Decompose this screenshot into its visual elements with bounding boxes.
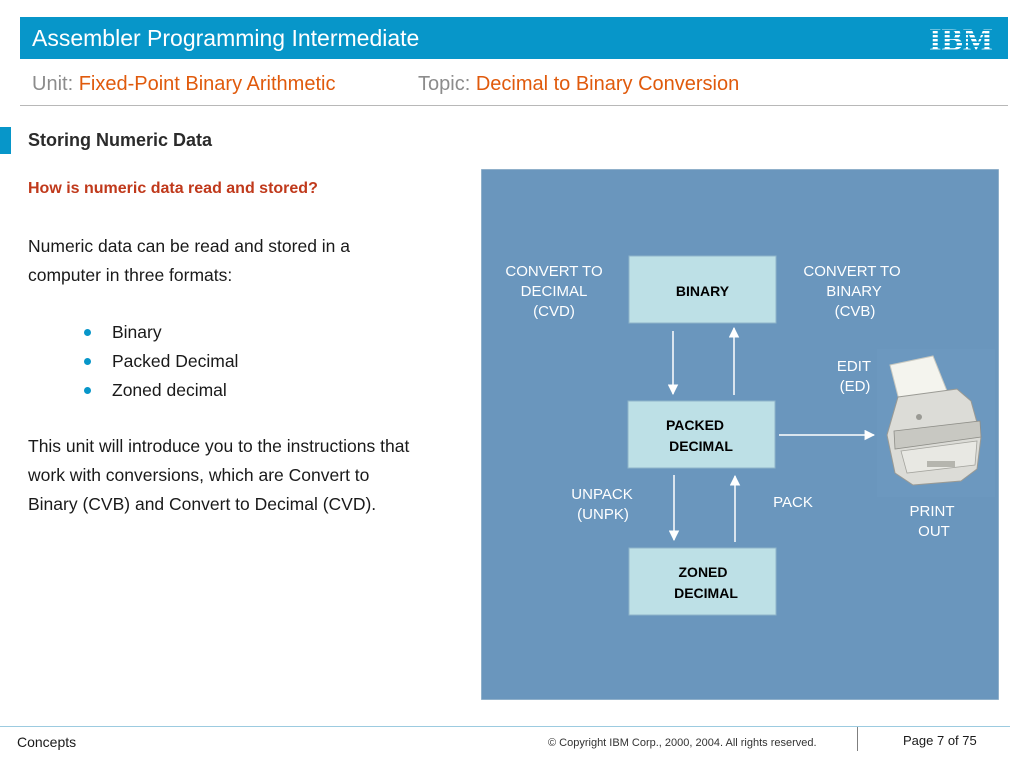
print-out-label: PRINT — [910, 503, 955, 520]
zoned-box-label: ZONED — [679, 564, 728, 580]
list-item: Binary — [84, 318, 238, 347]
header-divider — [20, 105, 1008, 106]
outro-line: This unit will introduce you to the inst… — [28, 436, 410, 456]
packed-box-label: PACKED — [666, 417, 724, 433]
bullet-icon — [84, 387, 91, 394]
cvb-label: CONVERT TO — [803, 263, 900, 280]
cvb-label: BINARY — [826, 283, 882, 300]
unpack-label: (UNPK) — [577, 506, 629, 523]
page-number: Page 7 of 75 — [903, 733, 977, 748]
footer-separator — [857, 727, 858, 751]
packed-decimal-box: PACKED DECIMAL — [627, 400, 776, 469]
presentation-title: Assembler Programming Intermediate — [32, 25, 420, 51]
section-accent — [0, 127, 11, 154]
question-heading: How is numeric data read and stored? — [28, 180, 318, 197]
topic-value: Decimal to Binary Conversion — [475, 73, 740, 95]
pack-label: PACK — [773, 494, 813, 511]
edit-label: (ED) — [840, 378, 871, 395]
section-title: Storing Numeric Data — [28, 130, 213, 150]
packed-box-label: DECIMAL — [669, 438, 733, 454]
intro-line: computer in three formats: — [28, 265, 233, 285]
svg-text:IBM: IBM — [929, 23, 993, 53]
intro-paragraph: Numeric data can be read and stored in a… — [28, 232, 468, 290]
footer-section-name: Concepts — [17, 734, 77, 750]
cvd-label: DECIMAL — [521, 283, 588, 300]
unit-label: Unit: — [32, 73, 74, 95]
conversion-diagram: BINARY PACKED DECIMAL ZONED DECIMAL CONV… — [481, 169, 999, 700]
print-out-label: OUT — [918, 523, 950, 540]
unit-value: Fixed-Point Binary Arithmetic — [78, 73, 336, 95]
footer-divider — [0, 726, 1010, 727]
binary-box-label: BINARY — [676, 283, 730, 299]
list-item: Zoned decimal — [84, 376, 238, 405]
topic-line: Topic: Decimal to Binary Conversion — [418, 73, 739, 96]
list-item: Packed Decimal — [84, 347, 238, 376]
outro-line: work with conversions, which are Convert… — [28, 465, 370, 485]
ibm-logo: IBM — [929, 23, 993, 53]
cvd-label: CONVERT TO — [505, 263, 602, 280]
zoned-box-label: DECIMAL — [674, 585, 738, 601]
cvb-label: (CVB) — [835, 303, 876, 320]
unpack-label: UNPACK — [571, 486, 632, 503]
footer-copyright: © Copyright IBM Corp., 2000, 2004. All r… — [548, 737, 817, 749]
diagram-labels: CONVERT TO DECIMAL (CVD) CONVERT TO BINA… — [505, 263, 954, 540]
format-list: Binary Packed Decimal Zoned decimal — [84, 318, 238, 405]
bullet-icon — [84, 329, 91, 336]
topic-label: Topic: — [418, 73, 471, 95]
outro-line: Binary (CVB) and Convert to Decimal (CVD… — [28, 494, 377, 514]
intro-line: Numeric data can be read and stored in a — [28, 236, 350, 256]
bullet-icon — [84, 358, 91, 365]
zoned-decimal-box: ZONED DECIMAL — [628, 547, 777, 616]
printer-icon — [877, 349, 995, 497]
edit-label: EDIT — [837, 358, 871, 375]
title-bar: Assembler Programming Intermediate IBM — [20, 17, 1008, 59]
binary-box: BINARY — [628, 255, 777, 324]
unit-line: Unit: Fixed-Point Binary Arithmetic — [32, 73, 335, 96]
cvd-label: (CVD) — [533, 303, 575, 320]
outro-paragraph: This unit will introduce you to the inst… — [28, 432, 468, 519]
